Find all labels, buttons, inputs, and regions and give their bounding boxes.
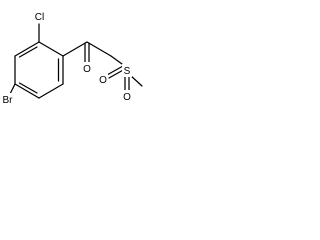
atom-carbonyl-oxygen: O xyxy=(82,62,92,75)
atom-sulfur: S xyxy=(122,64,132,77)
atom-sulfonyl-oxygen-lower: O xyxy=(122,90,132,103)
ring-bond-c6-c1 xyxy=(38,41,64,57)
ring-double-bond-inner-upper-left xyxy=(18,46,38,58)
bond-methylene-to-sulfur xyxy=(110,55,123,65)
atom-bromine: Br xyxy=(0,93,15,106)
bromine-label: Br xyxy=(3,95,14,106)
ring-bond-c5-c6 xyxy=(14,41,40,57)
bond-ring-to-carbonyl-carbon xyxy=(62,41,88,57)
sulfonyl-oxygen-upper-label: O xyxy=(99,75,107,86)
sulfur-label: S xyxy=(124,66,131,77)
sulfonyl-oxygen-lower-label: O xyxy=(123,92,131,103)
bond-ring-to-bromine xyxy=(9,83,16,95)
benzene-ring xyxy=(14,41,64,99)
ring-double-bond-inner-lower-left xyxy=(18,82,38,94)
carbonyl-oxygen-label: O xyxy=(83,64,91,75)
molecule-structure: Cl Br O S O O xyxy=(0,10,143,106)
chlorine-label: Cl xyxy=(35,12,44,23)
atom-chlorine: Cl xyxy=(32,10,47,23)
sulfonyl-upper-double-bond-a xyxy=(106,65,124,76)
atom-sulfonyl-oxygen-upper: O xyxy=(98,73,108,86)
ring-bond-c3-c4 xyxy=(14,83,40,99)
bond-carbonyl-to-methylene xyxy=(86,41,112,57)
ring-bond-c2-c3 xyxy=(38,83,64,99)
